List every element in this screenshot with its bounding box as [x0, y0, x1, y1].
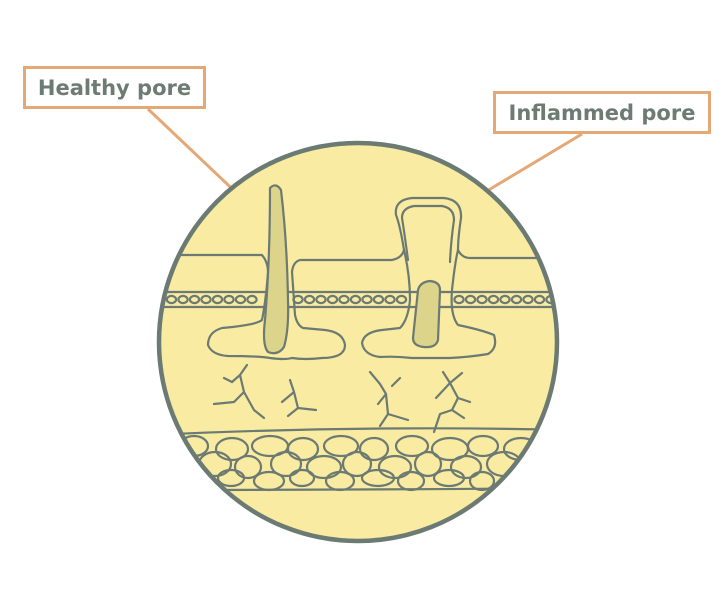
- fat-cell: [396, 470, 426, 492]
- vessel-cell: [338, 294, 350, 305]
- fat-cell: [530, 434, 557, 458]
- fat-cell: [449, 454, 483, 480]
- vessel-cell: [372, 294, 385, 305]
- fat-cell: [468, 470, 496, 492]
- fat-cell: [413, 450, 443, 478]
- fat-cell: [233, 454, 263, 480]
- healthy-pore-label: Healthy pore: [23, 66, 206, 109]
- fat-cell: [466, 434, 500, 458]
- cross-section-border: [156, 140, 560, 544]
- fat-cell: [519, 454, 551, 480]
- vessel-cell: [464, 294, 477, 305]
- fat-cell: [286, 436, 320, 462]
- fat-cell: [432, 468, 466, 488]
- vessel-cell: [303, 294, 316, 305]
- healthy-follicle: [206, 270, 347, 361]
- fat-cell: [322, 434, 360, 458]
- vessel-cell: [395, 294, 408, 305]
- vessel-cell: [487, 294, 500, 305]
- vessel-cell: [188, 294, 201, 305]
- vessel-cell: [384, 294, 396, 305]
- inflamed-follicle: [360, 196, 497, 360]
- vessel-cell: [315, 294, 327, 305]
- fat-cell: [358, 436, 390, 462]
- vessel-cell: [211, 294, 224, 305]
- vessel-cell: [476, 294, 488, 305]
- vessel-cell: [223, 294, 235, 305]
- vessel-cell: [361, 294, 373, 305]
- inflamed-pore-label: Inflammed pore: [493, 91, 711, 134]
- fat-cell: [269, 450, 303, 478]
- fat-cell: [216, 468, 246, 488]
- vessel-cell: [234, 294, 247, 305]
- fat-cell: [252, 470, 286, 492]
- fat-cell: [288, 468, 316, 488]
- inflamed-hair-plug: [411, 279, 442, 349]
- vessel-cell: [499, 294, 511, 305]
- blood-vessel-layer: [159, 290, 557, 309]
- nerve-branches: [212, 363, 472, 434]
- vessel-cell: [326, 294, 339, 305]
- vessel-cell: [246, 294, 258, 305]
- fat-cell: [305, 454, 343, 480]
- vessel-cell: [349, 294, 362, 305]
- fat-cell: [324, 470, 356, 492]
- fat-cell: [360, 468, 396, 488]
- vessel-cell: [533, 294, 546, 305]
- fat-cell: [341, 450, 373, 478]
- fat-cell: [394, 434, 430, 458]
- vessel-cell: [165, 294, 178, 305]
- vessel-cell: [200, 294, 212, 305]
- vessel-cell: [510, 294, 523, 305]
- fat-cell: [214, 436, 250, 462]
- vessel-cell: [522, 294, 534, 305]
- vessel-cell: [177, 294, 189, 305]
- vessel-cell: [453, 294, 465, 305]
- healthy-hair: [262, 184, 290, 355]
